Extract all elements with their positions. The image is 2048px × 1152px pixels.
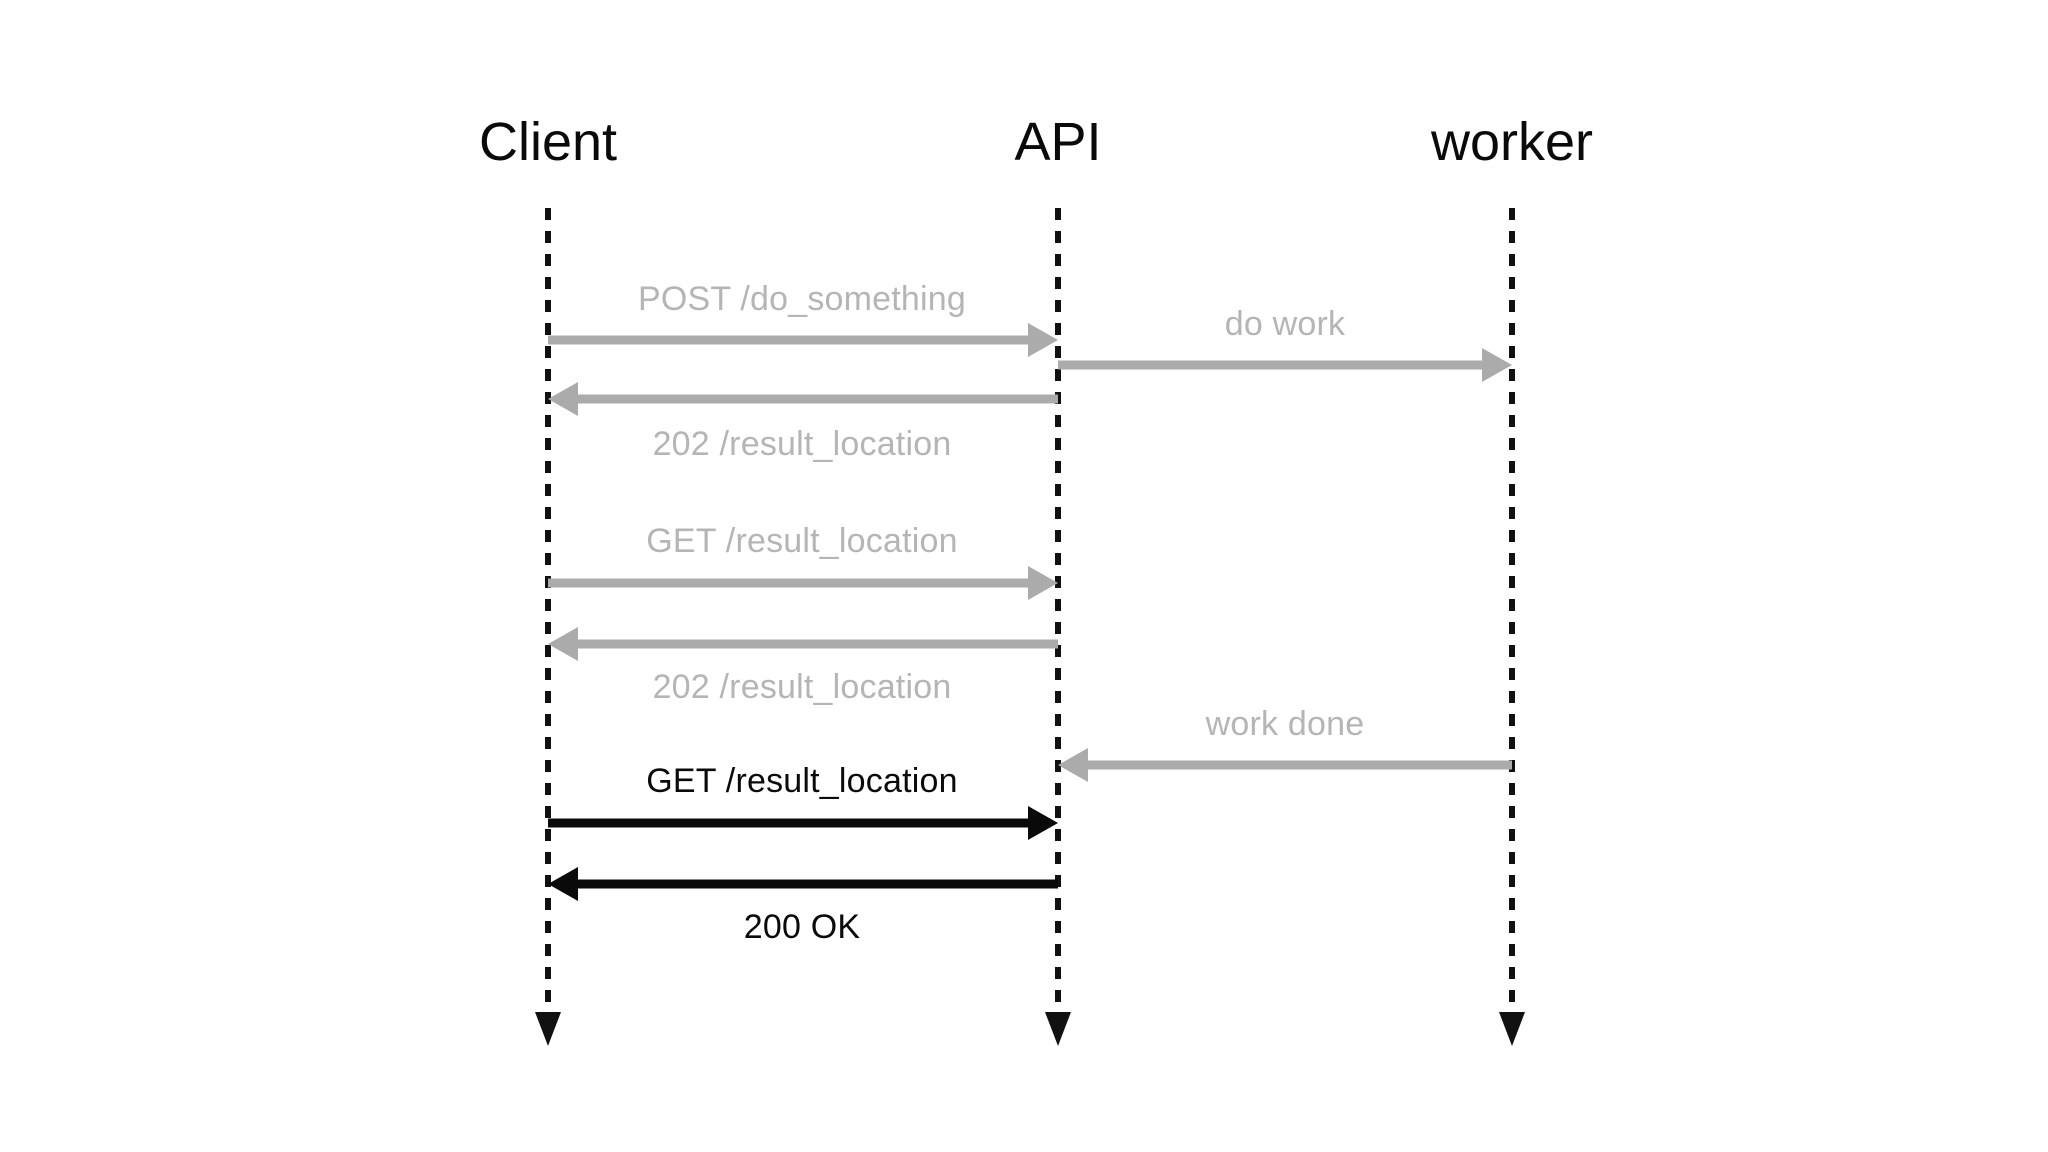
lifeline-api [1045,208,1071,1046]
message-label-m4: GET /result_location [646,522,957,560]
message-m4: GET /result_location [548,522,1058,600]
lifeline-client [535,208,561,1046]
message-label-m5: 202 /result_location [653,668,952,706]
participant-labels-group: Client API worker [479,112,1593,172]
message-arrowhead-icon [548,627,578,661]
message-label-m2: do work [1225,305,1346,343]
message-m2: do work [1058,305,1512,382]
message-m8: 200 OK [548,867,1058,946]
message-m6: work done [1058,705,1512,782]
message-arrowhead-icon [548,867,578,901]
message-m1: POST /do_something [548,280,1058,357]
message-m7: GET /result_location [548,762,1058,840]
lifelines-group [535,208,1525,1046]
message-arrowhead-icon [1028,566,1058,600]
message-label-m6: work done [1205,705,1365,743]
message-m5: 202 /result_location [548,627,1058,706]
participant-label-worker: worker [1430,112,1593,172]
message-m3: 202 /result_location [548,382,1058,463]
lifeline-end-arrowhead-icon [1499,1012,1525,1046]
participant-label-api: API [1014,112,1101,172]
lifeline-end-arrowhead-icon [1045,1012,1071,1046]
message-label-m3: 202 /result_location [653,425,952,463]
message-arrowhead-icon [1028,806,1058,840]
message-arrowhead-icon [1058,748,1088,782]
message-label-m8: 200 OK [744,908,861,946]
lifeline-end-arrowhead-icon [535,1012,561,1046]
message-label-m1: POST /do_something [638,280,966,318]
message-label-m7: GET /result_location [646,762,957,800]
lifeline-worker [1499,208,1525,1046]
message-arrowhead-icon [1028,323,1058,357]
message-arrowhead-icon [1482,348,1512,382]
message-arrowhead-icon [548,382,578,416]
participant-label-client: Client [479,112,617,172]
